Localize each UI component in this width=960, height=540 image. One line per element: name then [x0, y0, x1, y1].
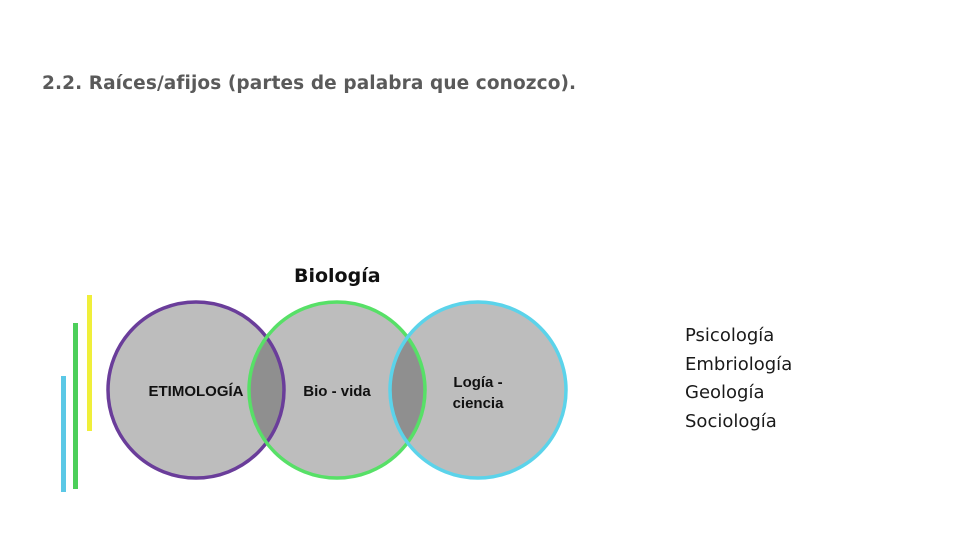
label-logia-line1: Logía - [453, 374, 502, 391]
section-heading: 2.2. Raíces/afijos (partes de palabra qu… [42, 73, 576, 94]
section-title: Raíces/afijos (partes de palabra que con… [88, 73, 577, 94]
section-number: 2.2. [42, 73, 83, 94]
example-word-list: Psicología Embriología Geología Sociolog… [685, 322, 792, 436]
venn-diagram: ETIMOLOGÍA Bio - vida Logía - ciencia [100, 290, 580, 490]
deco-bar-yellow [87, 295, 92, 431]
label-bio: Bio - vida [303, 383, 371, 400]
circle-logia [390, 302, 566, 478]
label-logia-line2: ciencia [453, 395, 505, 412]
list-item: Embriología [685, 353, 793, 375]
list-item: Sociología [685, 410, 777, 432]
list-item: Geología [685, 382, 765, 403]
diagram-title: Biología [294, 265, 381, 287]
circle-etimologia [108, 302, 284, 478]
list-item: Psicología [685, 325, 775, 346]
venn-svg: ETIMOLOGÍA Bio - vida Logía - ciencia [106, 300, 568, 480]
deco-bar-blue [61, 376, 66, 492]
circle-logia-border [388, 300, 568, 480]
label-etimologia: ETIMOLOGÍA [149, 383, 244, 400]
circle-bio-border [247, 300, 427, 480]
deco-bar-green [73, 323, 78, 489]
circle-bio [249, 302, 425, 478]
circle-etimologia-border [106, 300, 286, 480]
